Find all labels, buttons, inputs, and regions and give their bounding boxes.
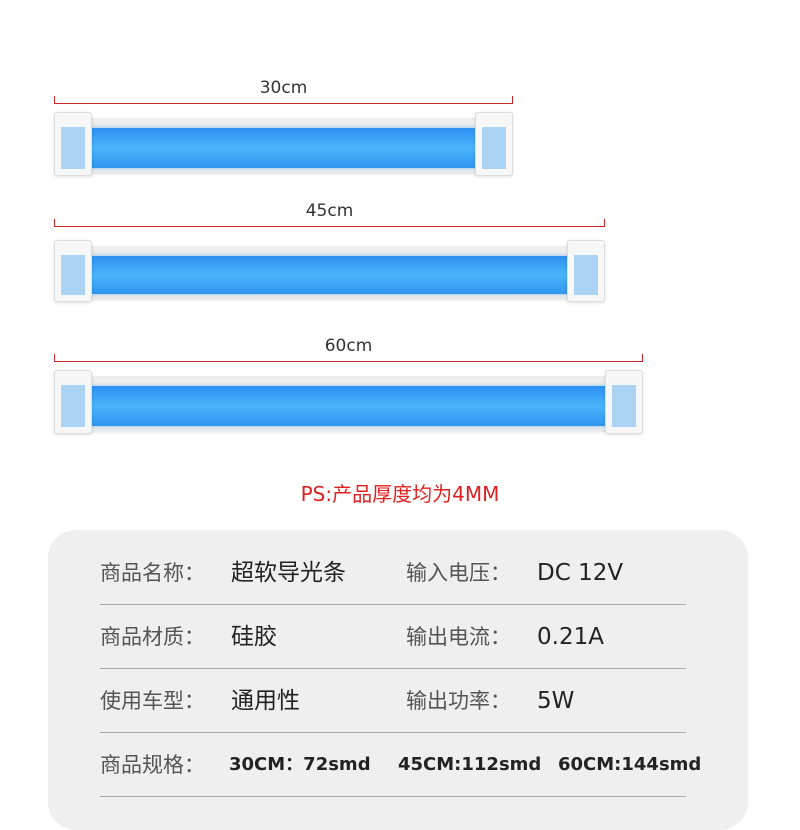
light-strip-60cm: [54, 370, 643, 434]
row-divider: [100, 604, 686, 605]
dimension-45cm: 45cm: [54, 193, 605, 227]
dimension-line: [54, 103, 513, 104]
spec-value: 通用性: [231, 688, 300, 714]
model-spec: 30CM：72smd: [229, 754, 371, 775]
spec-key: 商品名称：: [100, 561, 205, 585]
spec-key: 输出电流：: [406, 625, 511, 649]
spec-row-material: 商品材质： 硅胶 输出电流： 0.21A: [100, 605, 686, 669]
model-spec: 60CM:144smd: [558, 754, 702, 775]
dimension-label: 45cm: [305, 201, 354, 221]
spec-value: 硅胶: [231, 624, 277, 650]
dimension-30cm: 30cm: [54, 70, 513, 104]
dimension-label: 60cm: [324, 336, 373, 356]
dimension-line: [54, 226, 605, 227]
dimension-60cm: 60cm: [54, 325, 643, 362]
spec-key: 商品材质：: [100, 625, 205, 649]
spec-value: DC 12V: [537, 560, 624, 586]
row-divider: [100, 796, 686, 797]
strip-light: [80, 128, 487, 168]
dimension-tick: [604, 219, 605, 227]
dimension-line: [54, 361, 643, 362]
end-cap-right: [605, 370, 643, 434]
spec-value: 5W: [537, 688, 575, 714]
model-spec: 45CM:112smd: [398, 754, 542, 775]
end-cap-left: [54, 370, 92, 434]
light-strip-45cm: [54, 240, 605, 302]
end-cap-right: [567, 240, 605, 302]
dimension-tick: [642, 354, 643, 362]
spec-key: 输入电压：: [406, 561, 511, 585]
strip-light: [80, 386, 617, 426]
end-cap-right: [475, 112, 513, 176]
end-cap-left: [54, 112, 92, 176]
dimension-tick: [54, 354, 55, 362]
spec-row-vehicle: 使用车型： 通用性 输出功率： 5W: [100, 669, 686, 733]
row-divider: [100, 732, 686, 733]
dimension-tick: [512, 96, 513, 104]
spec-key: 商品规格：: [100, 753, 205, 777]
row-divider: [100, 668, 686, 669]
thickness-note: PS:产品厚度均为4MM: [300, 482, 500, 506]
dimension-label: 30cm: [259, 78, 308, 98]
spec-value: 超软导光条: [231, 560, 346, 586]
end-cap-left: [54, 240, 92, 302]
spec-card: [48, 530, 748, 830]
spec-row-models: 商品规格： 30CM：72smd 45CM:112smd 60CM:144smd: [100, 733, 701, 797]
spec-row-name: 商品名称： 超软导光条 输入电压： DC 12V: [100, 541, 686, 605]
strip-light: [80, 256, 579, 294]
spec-key: 输出功率：: [406, 689, 511, 713]
dimension-tick: [54, 96, 55, 104]
dimension-tick: [54, 219, 55, 227]
spec-key: 使用车型：: [100, 689, 205, 713]
spec-value: 0.21A: [537, 624, 604, 650]
light-strip-30cm: [54, 112, 513, 176]
